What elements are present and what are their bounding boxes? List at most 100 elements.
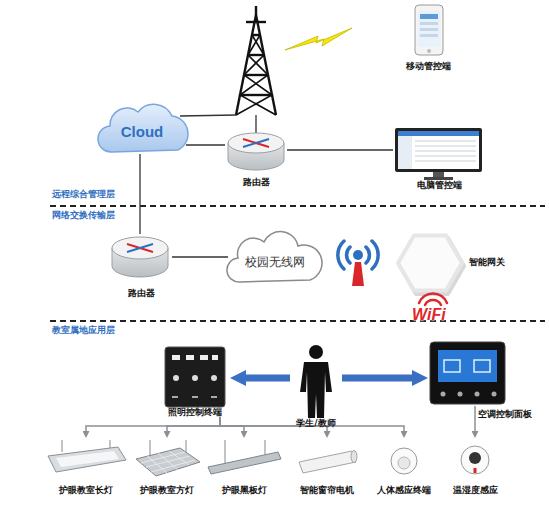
device-caption: 路由器 (225, 178, 287, 188)
device-node: 路由器 (110, 234, 172, 300)
switch-panel (165, 347, 225, 407)
router-top (112, 237, 168, 259)
tower-bar (240, 94, 272, 96)
switch-mark (211, 396, 217, 398)
square-lamp (136, 448, 200, 476)
lamp-panel (56, 451, 119, 467)
phone-screen-row (420, 22, 438, 25)
device-node: 护眼教室长灯 (45, 438, 127, 500)
sensor-lens (398, 457, 410, 469)
signal-tower (236, 6, 276, 115)
screen-digit (444, 360, 460, 372)
switch-icon (186, 355, 194, 360)
grid-line (141, 452, 185, 463)
wireless-bolt (285, 28, 352, 50)
switch-icon (173, 375, 179, 381)
signal-arc (372, 241, 378, 269)
tower-wire (180, 115, 236, 116)
table-row (415, 156, 476, 157)
tower-antenna (255, 6, 257, 15)
switch-mark (172, 396, 178, 398)
phone-screen-bar (420, 14, 438, 19)
phone-screen (418, 11, 440, 47)
phone-body (415, 5, 443, 55)
screen-digit (474, 360, 490, 372)
network-link (139, 154, 140, 234)
climate-sensor (461, 446, 489, 474)
cloud-label: Cloud (98, 124, 186, 141)
device-node: 路由器 (225, 130, 287, 190)
phone-screen-row (420, 34, 438, 37)
tower-wire (255, 115, 256, 133)
device-caption: 空调控制面板 (478, 410, 538, 420)
switch-icon (192, 375, 198, 381)
switch-mark (192, 396, 198, 398)
wifi-arc (425, 300, 441, 305)
lamp-hanger (186, 440, 187, 452)
tower-arm (246, 21, 266, 23)
monitor-frame (395, 128, 482, 172)
tower-brace (240, 35, 276, 115)
device-caption: 护眼教室长灯 (45, 486, 127, 496)
control-line (474, 406, 476, 431)
cloud-node: 校园无线网 (228, 234, 322, 284)
network-link (186, 144, 225, 145)
sensor-mark (474, 468, 477, 473)
gateway-device (398, 236, 462, 291)
long-lamp (48, 447, 126, 472)
signal-arc (347, 247, 350, 263)
table-row (415, 161, 476, 162)
thermostat-button (475, 392, 480, 397)
signal-arc (338, 241, 344, 269)
tower-bar (244, 74, 268, 76)
lamp-hanger (150, 440, 151, 456)
cloud-label: 校园无线网 (228, 256, 322, 269)
cloud-shape (227, 232, 322, 283)
tower-bar (248, 54, 264, 56)
switch-icon (200, 355, 208, 360)
person-body (300, 362, 332, 418)
device-node: 护眼黑板灯 (205, 438, 283, 500)
grid-line (146, 456, 190, 467)
monitor-base (424, 177, 453, 180)
device-node: 护眼教室方灯 (130, 438, 204, 500)
antenna-head (353, 250, 363, 260)
cloud-node: Cloud (98, 104, 186, 154)
switch-icon (211, 375, 217, 381)
layer-label: 教室属地应用层 (52, 326, 115, 336)
layer-divider (50, 320, 545, 322)
device-node: 人体感应终端 (372, 438, 436, 500)
device-caption: 电脑管控端 (393, 181, 485, 191)
curtain-motor (299, 451, 356, 473)
screen-header (398, 131, 479, 136)
device-node: 智能网关 (393, 234, 525, 294)
device-caption: 护眼教室方灯 (130, 486, 204, 496)
phone-screen-row (420, 28, 438, 31)
device-caption: 温湿度感应 (445, 486, 505, 496)
thermostat-screen (438, 350, 497, 382)
lamp-grid (141, 451, 195, 473)
person-head (309, 345, 323, 359)
device-caption: 智能网关 (469, 258, 525, 268)
router-arrow (243, 139, 269, 147)
flow-arrow (342, 375, 412, 382)
control-line (220, 417, 244, 431)
motion-sensor (391, 448, 417, 474)
device-caption: 人体感应终端 (372, 486, 436, 496)
lamp-hanger (225, 440, 226, 466)
switch-icon (212, 355, 218, 360)
control-line (167, 417, 220, 431)
sensor-display (469, 452, 481, 464)
device-node: 温湿度感应 (445, 438, 505, 500)
wifi-arcs (419, 293, 447, 305)
cloud-shape (98, 104, 188, 152)
layer-label: 网络交换传输层 (52, 211, 115, 221)
router-arrow (127, 244, 153, 252)
router-arrow (127, 244, 153, 252)
device-node: 移动管控端 (395, 5, 461, 77)
thermostat-button (492, 392, 497, 397)
table-row (415, 141, 476, 142)
device-caption: 照明控制终端 (160, 408, 230, 418)
